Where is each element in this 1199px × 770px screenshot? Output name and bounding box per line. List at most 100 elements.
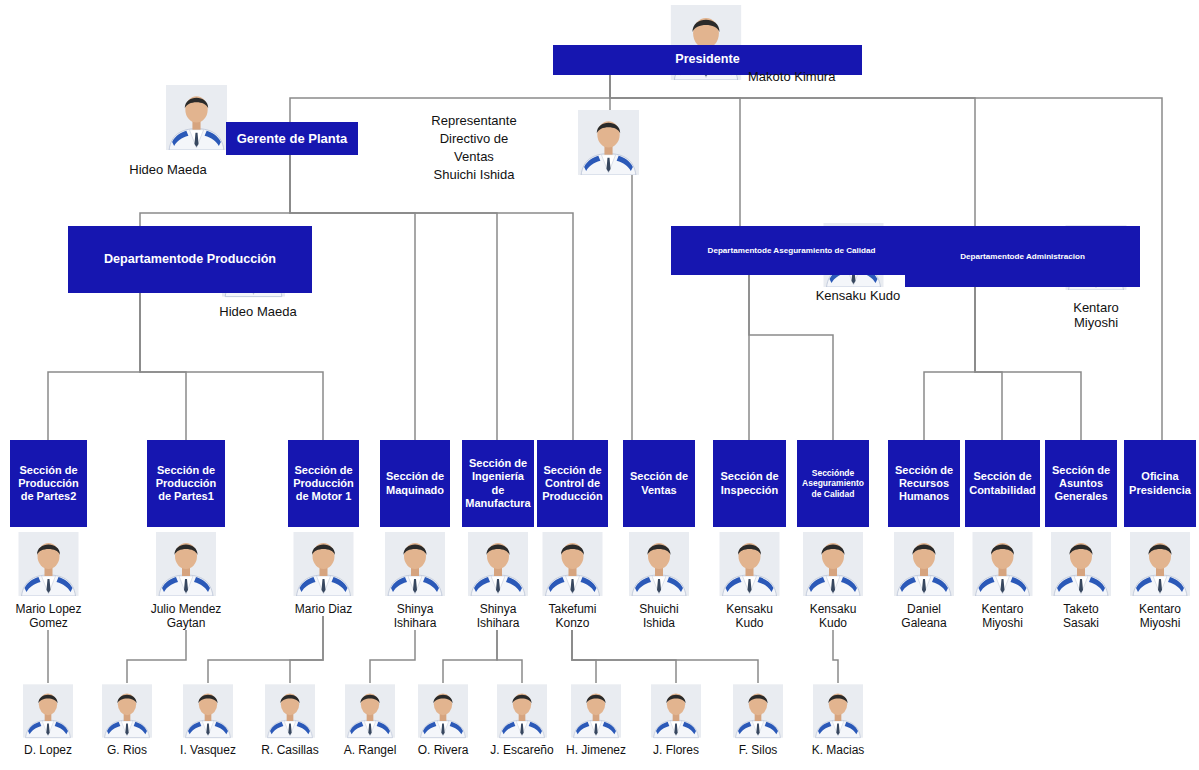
photo-space	[1124, 527, 1196, 602]
org-box: Departamentode AdministracionKentaro Miy…	[905, 226, 1140, 287]
section-box: Sección de Producción de Motor 1	[288, 440, 359, 527]
person-name: K. Macias	[803, 743, 873, 757]
photo-space	[255, 683, 325, 743]
connector	[290, 155, 415, 440]
section-card: Sección de ContabilidadKentaro Miyoshi	[965, 440, 1040, 630]
box-title: Sección de Contabilidad	[968, 470, 1037, 496]
person-name: Kentaro Miyoshi	[1056, 300, 1136, 330]
box-title: Sección de Producción de Motor 1	[291, 464, 356, 504]
person-name: D. Lopez	[13, 743, 83, 757]
person-name: Shuichi Ishida	[424, 166, 524, 184]
box-title: Departamentode Administracion	[960, 252, 1085, 262]
section-card: Sección de Recursos HumanosDaniel Galean…	[888, 440, 960, 630]
connector	[140, 293, 323, 440]
connector	[610, 75, 1162, 440]
person-name: Kensaku Kudo	[808, 288, 908, 303]
photo-space	[10, 527, 87, 602]
person-name: F. Silos	[723, 743, 793, 757]
person-photo	[543, 532, 603, 596]
name-holder: Kensaku Kudo	[808, 288, 908, 303]
person-photo	[345, 684, 395, 737]
photo-space	[803, 683, 873, 743]
employee-card: R. Casillas	[255, 683, 325, 757]
box-title: Sección de Ingeniería de Manufactura	[465, 457, 531, 510]
employee-card: I. Vasquez	[173, 683, 243, 757]
person-name: J. Escareño	[487, 743, 557, 757]
photo-space	[623, 527, 695, 602]
photo-space	[487, 683, 557, 743]
person-photo	[468, 532, 528, 596]
box-title: Presidente	[675, 52, 739, 67]
section-card: Secciónde Aseguramiento de CalidadKensak…	[797, 440, 869, 630]
connector	[208, 616, 323, 683]
connector	[497, 630, 522, 683]
box-title: Sección de Recursos Humanos	[891, 464, 957, 504]
box-title: Sección de Control de Producción	[540, 464, 605, 504]
person-photo	[385, 532, 445, 596]
person-name: J. Flores	[641, 743, 711, 757]
person-photo	[651, 684, 701, 737]
person-photo	[23, 684, 73, 737]
photo-space	[147, 527, 225, 602]
person-name: Kentaro Miyoshi	[965, 602, 1040, 630]
photo-space	[561, 683, 631, 743]
photo-space	[965, 527, 1040, 602]
person-name: Shinya Ishihara	[380, 602, 450, 630]
section-card: Sección de Ingeniería de ManufacturaShin…	[462, 440, 534, 630]
person-name: Hideo Maeda	[208, 304, 308, 319]
person-photo	[733, 684, 783, 737]
person-name: H. Jimenez	[561, 743, 631, 757]
box-title: Sección de Producción de Partes2	[13, 464, 84, 504]
name-holder: Representante Directivo de VentasShuichi…	[424, 112, 524, 184]
connector	[47, 630, 49, 683]
section-box: Sección de Control de Producción	[537, 440, 608, 527]
employee-card: J. Escareño	[487, 683, 557, 757]
connector	[572, 630, 758, 683]
photo-space	[92, 683, 162, 743]
person-photo	[1051, 532, 1111, 596]
person-name: Mario Lopez Gomez	[10, 602, 87, 630]
person-photo	[418, 684, 468, 737]
person-name: Shinya Ishihara	[462, 602, 534, 630]
employee-card: G. Rios	[92, 683, 162, 757]
person-name: Kensaku Kudo	[713, 602, 786, 630]
section-card: Oficina PresidenciaKentaro Miyoshi	[1124, 440, 1196, 630]
section-box: Sección de Inspección	[713, 440, 786, 527]
photo-space	[288, 527, 359, 602]
photo-space	[462, 527, 534, 602]
person-name: I. Vasquez	[173, 743, 243, 757]
person-name: Shuichi Ishida	[623, 602, 695, 630]
person-photo	[720, 532, 780, 596]
connector	[290, 155, 573, 440]
section-card: Sección de InspecciónKensaku Kudo	[713, 440, 786, 630]
connector	[572, 630, 596, 683]
photo-space	[713, 527, 786, 602]
box-title: Departamentode Aseguramiento de Calidad	[708, 246, 876, 256]
box-title: Sección de Ventas	[626, 470, 692, 496]
connector	[290, 616, 323, 683]
person-name: A. Rangel	[335, 743, 405, 757]
connector	[975, 287, 1081, 440]
box-title: Sección de Asuntos Generales	[1048, 464, 1114, 504]
person-photo	[1130, 532, 1190, 596]
connector	[370, 630, 415, 683]
employee-card: O. Rivera	[408, 683, 478, 757]
person-photo	[578, 110, 639, 175]
photo-space	[335, 683, 405, 743]
person-photo	[629, 532, 689, 596]
section-card: Sección de VentasShuichi Ishida	[623, 440, 695, 630]
person-name: Daniel Galeana	[888, 602, 960, 630]
box-title: Gerente de Planta	[237, 131, 348, 147]
connector	[140, 293, 186, 440]
employee-card: A. Rangel	[335, 683, 405, 757]
name-holder: Kentaro Miyoshi	[1056, 300, 1136, 330]
name-holder: Hideo Maeda	[208, 304, 308, 319]
photo-space	[408, 683, 478, 743]
person-name: Mario Diaz	[288, 602, 359, 616]
section-box: Secciónde Aseguramiento de Calidad	[797, 440, 869, 527]
photo-space	[380, 527, 450, 602]
person-name: R. Casillas	[255, 743, 325, 757]
